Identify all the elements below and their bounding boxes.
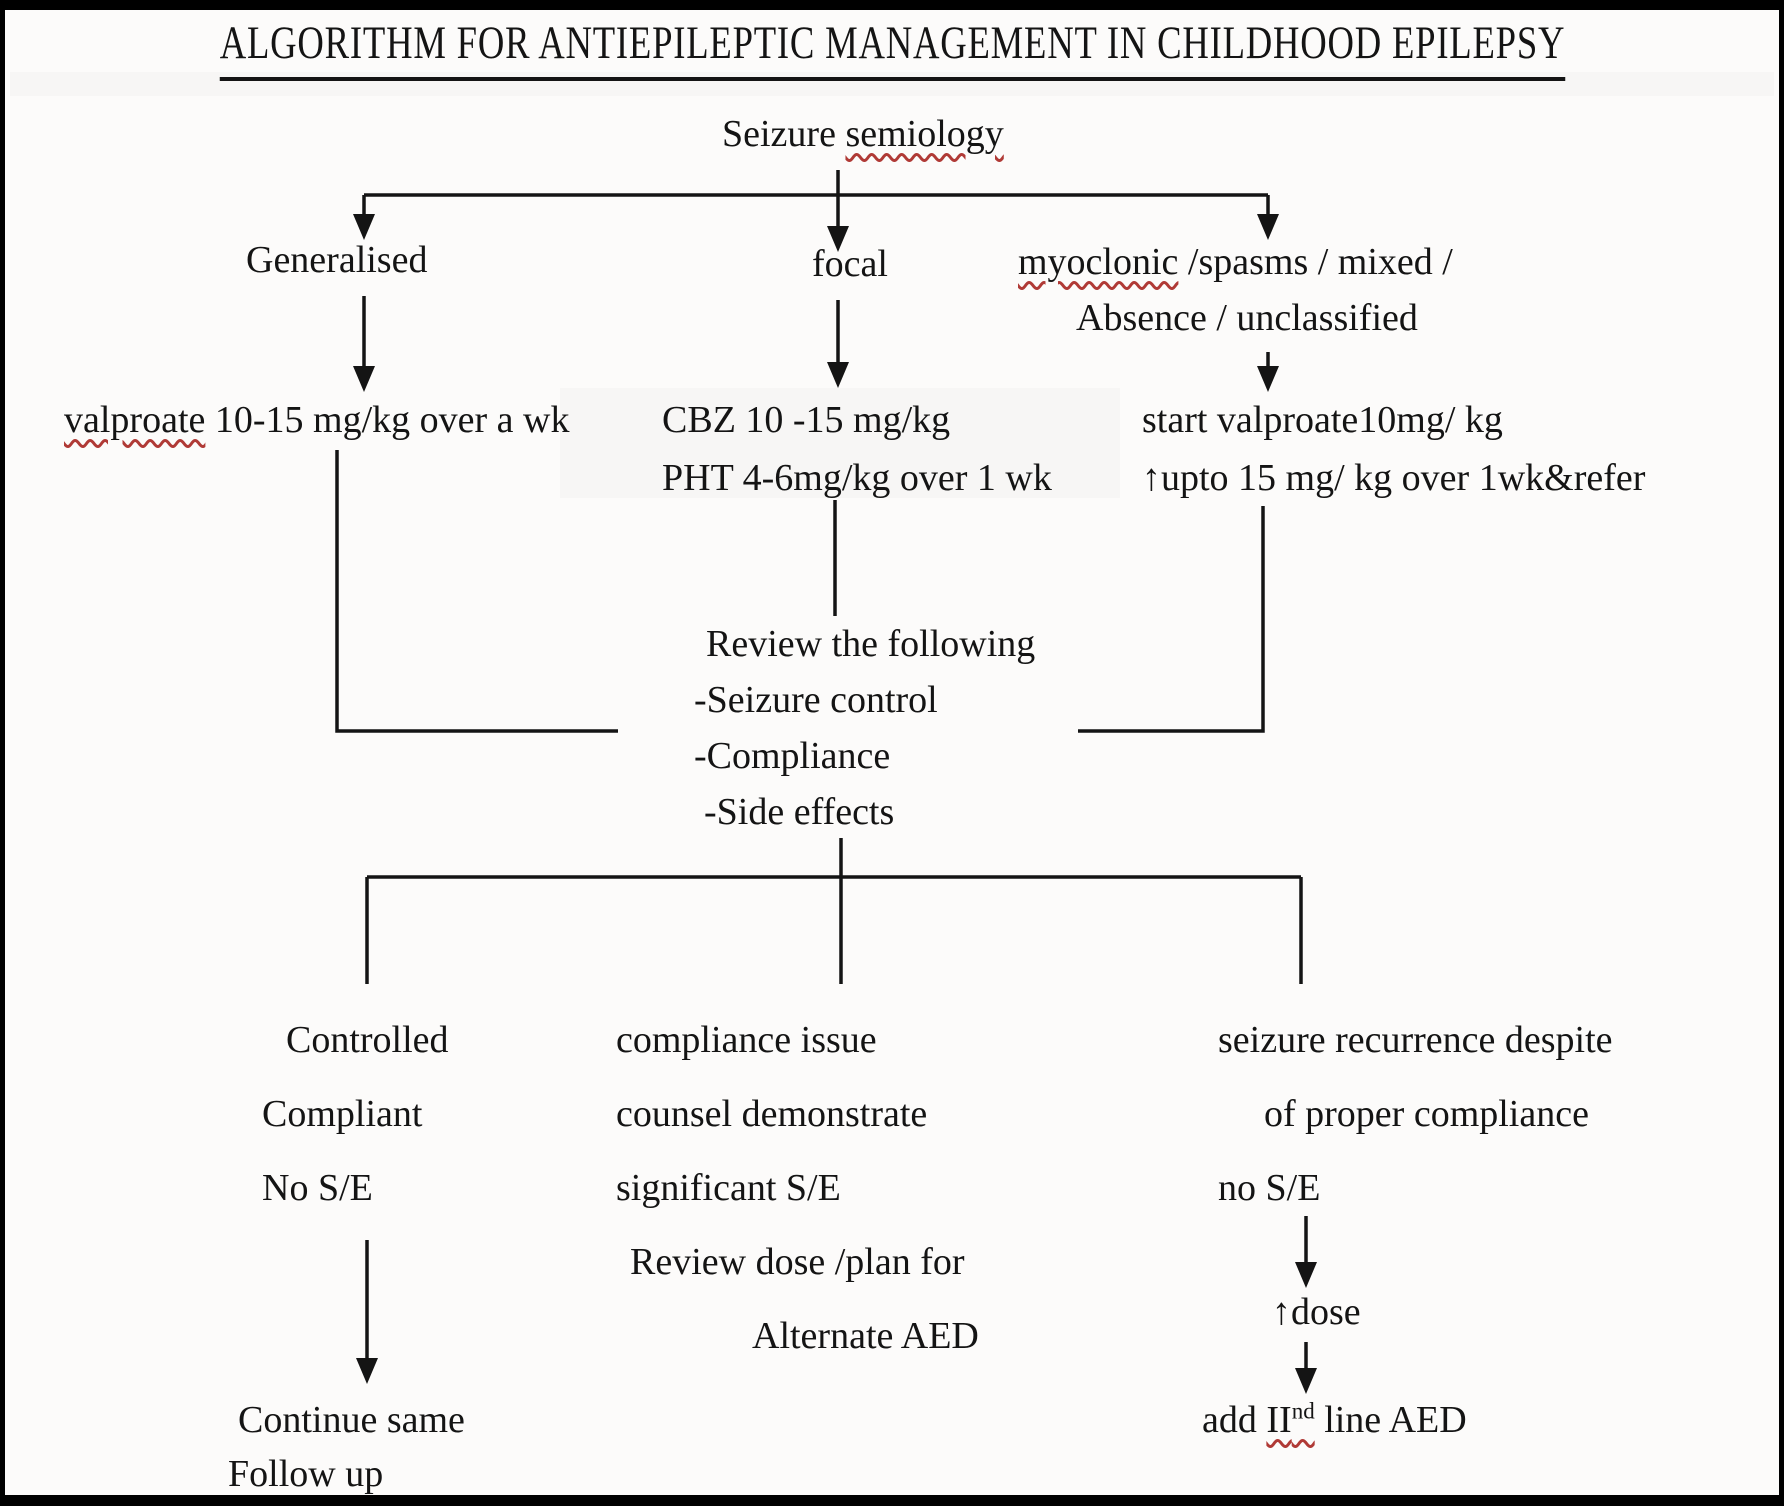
flow-node-pht-treatment: PHT 4-6mg/kg over 1 wk (662, 457, 1052, 499)
flow-node-myoclonic-line1: myoclonic /spasms / mixed / (1018, 240, 1453, 285)
arrowhead-to-generalised (353, 214, 375, 240)
arrowhead-to-myoclonic (1257, 214, 1279, 240)
myoclonic-label-rest: /spasms / mixed / (1178, 241, 1453, 283)
scan-border-right (1779, 0, 1784, 1506)
arrowhead-to-cbz (827, 362, 849, 388)
flow-node-alternate-aed: Alternate AED (752, 1315, 979, 1357)
add-aed-suffix: line AED (1314, 1399, 1467, 1441)
myoclonic-misspelled-word: myoclonic (1018, 241, 1179, 283)
flow-node-review-seizure-control: -Seizure control (694, 679, 938, 721)
flow-node-follow-up: Follow up (228, 1453, 384, 1495)
flow-node-valproate-treatment: valproate 10-15 mg/kg over a wk (64, 398, 569, 443)
flow-node-review-side-effects: -Side effects (704, 791, 895, 833)
valproate-treatment-rest: 10-15 mg/kg over a wk (205, 399, 570, 441)
flow-node-review-dose-plan: Review dose /plan for (630, 1241, 965, 1283)
flow-node-seizure-semiology: Seizure semiology (722, 112, 1004, 157)
flow-node-counsel-demonstrate: counsel demonstrate (616, 1093, 928, 1135)
arrowhead-to-start-valproate (1257, 366, 1279, 392)
flow-node-review-heading: Review the following (706, 623, 1036, 665)
connector-left-elbow-to-review (335, 450, 618, 733)
seizure-label-prefix: Seizure (722, 113, 846, 155)
flow-node-increase-dose: ↑dose (1272, 1291, 1361, 1333)
roman-numeral: II (1266, 1399, 1292, 1441)
arrowhead-to-dose (1295, 1262, 1317, 1288)
second-line-roman-misspelled: IInd (1266, 1399, 1314, 1441)
page-title: ALGORITHM FOR ANTIEPILEPTIC MANAGEMENT I… (0, 16, 1784, 81)
flow-node-myoclonic-line2: Absence / unclassified (1076, 297, 1418, 339)
scan-artifact-band (10, 72, 1774, 96)
flow-node-compliance-issue: compliance issue (616, 1019, 877, 1061)
scan-border-bottom (0, 1495, 1784, 1506)
flow-node-start-valproate: start valproate10mg/ kg (1142, 399, 1503, 441)
scan-artifact-band (560, 388, 1120, 498)
arrowhead-to-focal (827, 226, 849, 252)
connector-right-elbow-to-review (1078, 506, 1265, 733)
flow-node-recurrence-no-se: no S/E (1218, 1167, 1321, 1209)
flow-node-cbz-treatment: CBZ 10 -15 mg/kg (662, 399, 951, 441)
seizure-label-misspelled-word: semiology (845, 113, 1004, 155)
page-title-text: ALGORITHM FOR ANTIEPILEPTIC MANAGEMENT I… (219, 16, 1565, 81)
flow-node-proper-compliance: of proper compliance (1264, 1093, 1589, 1135)
flow-node-focal: focal (812, 243, 888, 285)
flow-node-continue-same: Continue same (238, 1399, 465, 1441)
arrowhead-to-add-aed (1295, 1368, 1317, 1394)
add-aed-prefix: add (1202, 1399, 1267, 1441)
flow-node-no-se: No S/E (262, 1167, 373, 1209)
arrowhead-to-valproate (353, 366, 375, 392)
flow-node-controlled: Controlled (286, 1019, 449, 1061)
flow-node-generalised: Generalised (246, 239, 428, 281)
scan-border-top (0, 0, 1784, 10)
flow-node-uptitrate-refer: ↑upto 15 mg/ kg over 1wk&refer (1142, 457, 1646, 499)
flow-node-review-compliance: -Compliance (694, 735, 891, 777)
valproate-misspelled-word: valproate (64, 399, 206, 441)
arrowhead-to-continue-same (356, 1358, 378, 1384)
flow-node-compliant: Compliant (262, 1093, 423, 1135)
flow-node-significant-se: significant S/E (616, 1167, 841, 1209)
scan-border-left (0, 0, 5, 1506)
flow-node-seizure-recurrence: seizure recurrence despite (1218, 1019, 1613, 1061)
ordinal-superscript: nd (1291, 1398, 1315, 1424)
flow-node-add-second-line-aed: add IInd line AED (1202, 1398, 1467, 1443)
